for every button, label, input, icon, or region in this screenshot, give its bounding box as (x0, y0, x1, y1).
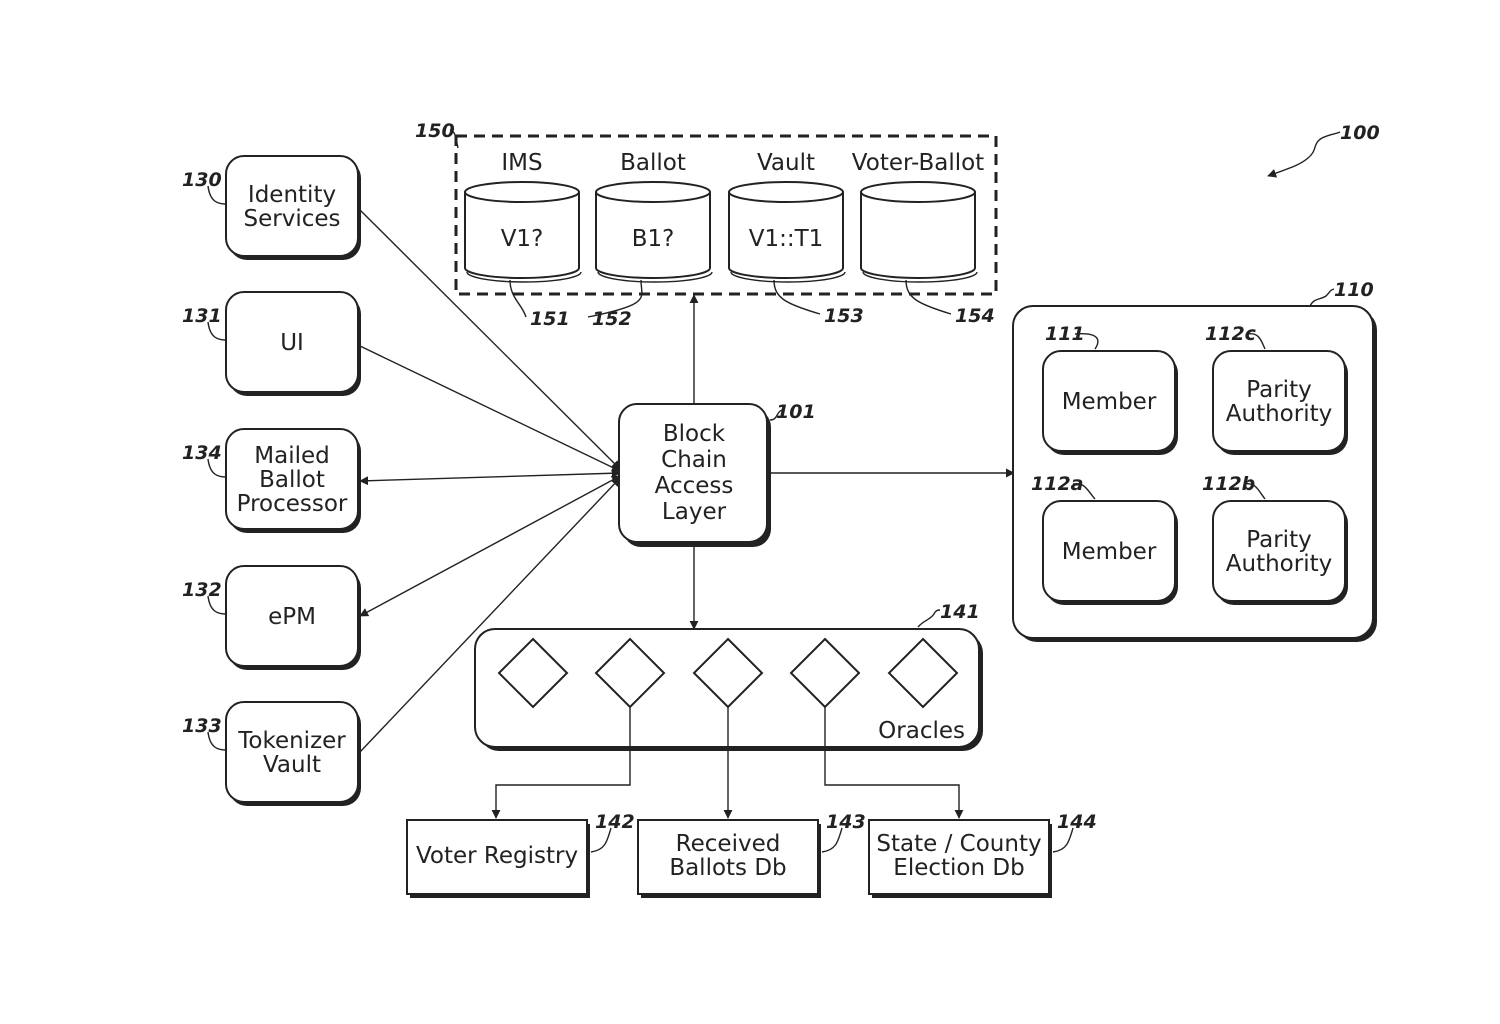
network-node-box (1212, 500, 1346, 602)
service-label-line: Mailed (254, 443, 329, 469)
external-db-label-line: Ballots Db (669, 855, 786, 881)
database-value: V1::T1 (749, 226, 824, 252)
network-node-label-line: Parity (1246, 527, 1311, 553)
database-ref: 154 (955, 305, 995, 327)
oracle-diamond (497, 637, 569, 709)
service-label-line: ePM (268, 604, 316, 630)
database-ref: 151 (530, 308, 570, 330)
external-db-label-line: Voter Registry (416, 843, 578, 869)
service-ref: 134 (182, 442, 222, 464)
network-node-ref: 111 (1045, 323, 1085, 345)
database-voter-ballot: Voter-Ballot 154 (852, 150, 995, 327)
external-db-label-line: Election Db (893, 855, 1024, 881)
oracle-connector-election-db (824, 706, 964, 819)
figure-ref-100: 100 (1267, 122, 1380, 178)
access-layer-ref: 101 (776, 401, 816, 423)
service-box (225, 155, 359, 257)
storage-group-ref: 150 (415, 120, 455, 142)
connectors (359, 209, 1015, 753)
figure-ref-label: 100 (1340, 122, 1380, 144)
access-layer-line: Chain (661, 447, 727, 473)
external-db-ref: 143 (826, 811, 866, 833)
network-node-box (1212, 350, 1346, 452)
service-box-132: ePM 132 (182, 565, 361, 670)
network-node-box (1042, 350, 1176, 452)
service-ref: 132 (182, 579, 222, 601)
service-label-line: Services (244, 206, 341, 232)
database-title: Vault (757, 150, 815, 176)
connector-identity (359, 209, 621, 470)
database-value: V1? (501, 226, 544, 252)
network-ref: 110 (1334, 279, 1374, 301)
access-layer-line: Layer (662, 499, 727, 525)
database-title: Ballot (620, 150, 686, 176)
service-box (225, 428, 359, 530)
service-box-131: UI 131 (182, 291, 361, 396)
service-label-line: Vault (263, 752, 321, 778)
service-label-line: Ballot (259, 467, 325, 493)
service-label-line: Identity (248, 182, 336, 208)
service-ref: 130 (182, 169, 222, 191)
database-title: IMS (501, 150, 542, 176)
database-ref: 152 (592, 308, 632, 330)
oracle-connector-voter-registry (491, 706, 631, 819)
storage-group: 150 IMSV1?151BallotB1?152VaultV1::T1153V… (415, 120, 998, 330)
oracles-ref: 141 (940, 601, 980, 623)
network-node-ref: 112c (1205, 323, 1257, 345)
access-layer-line: Access (655, 473, 734, 499)
oracles-label: Oracles (878, 718, 965, 744)
service-ref: 131 (182, 305, 222, 327)
database-ref: 153 (824, 305, 864, 327)
oracle-diamond (887, 637, 959, 709)
database-ims: IMS V1? 151 (464, 150, 582, 330)
external-db-label-line: State / County (876, 831, 1041, 857)
network-node-label-line: Authority (1226, 551, 1332, 577)
network-node-112a: Member 112a (1031, 473, 1178, 605)
network-node-label-line: Member (1062, 389, 1157, 415)
network-node-label-line: Member (1062, 539, 1157, 565)
access-layer-line: Block (663, 421, 726, 447)
service-label-line: Processor (237, 491, 348, 517)
service-box (225, 565, 359, 667)
connector-mailed (359, 468, 621, 486)
network-node-111: Member 111 (1042, 323, 1178, 455)
service-label-line: UI (280, 330, 304, 356)
service-label-line: Tokenizer (237, 728, 346, 754)
database-title: Voter-Ballot (852, 150, 984, 176)
connector-tokenizer (359, 477, 621, 753)
connector-ui (359, 345, 621, 472)
service-box (225, 701, 359, 803)
network-node-label-line: Parity (1246, 377, 1311, 403)
network-node-ref: 112b (1202, 473, 1255, 495)
database-value: B1? (632, 226, 675, 252)
external-db-142: Voter Registry 142 (406, 811, 635, 898)
external-db-ref: 144 (1057, 811, 1097, 833)
oracles-group: 141 Oracles (474, 601, 983, 819)
connector-epm (359, 475, 621, 617)
service-box (225, 291, 359, 393)
network-group: 110 Member111ParityAuthority112cMember11… (1012, 279, 1377, 642)
network-node-label-line: Authority (1226, 401, 1332, 427)
service-ref: 133 (182, 715, 222, 737)
external-db-label-line: Received (676, 831, 781, 857)
external-db-ref: 142 (595, 811, 635, 833)
network-node-box (1042, 500, 1176, 602)
network-node-ref: 112a (1031, 473, 1083, 495)
